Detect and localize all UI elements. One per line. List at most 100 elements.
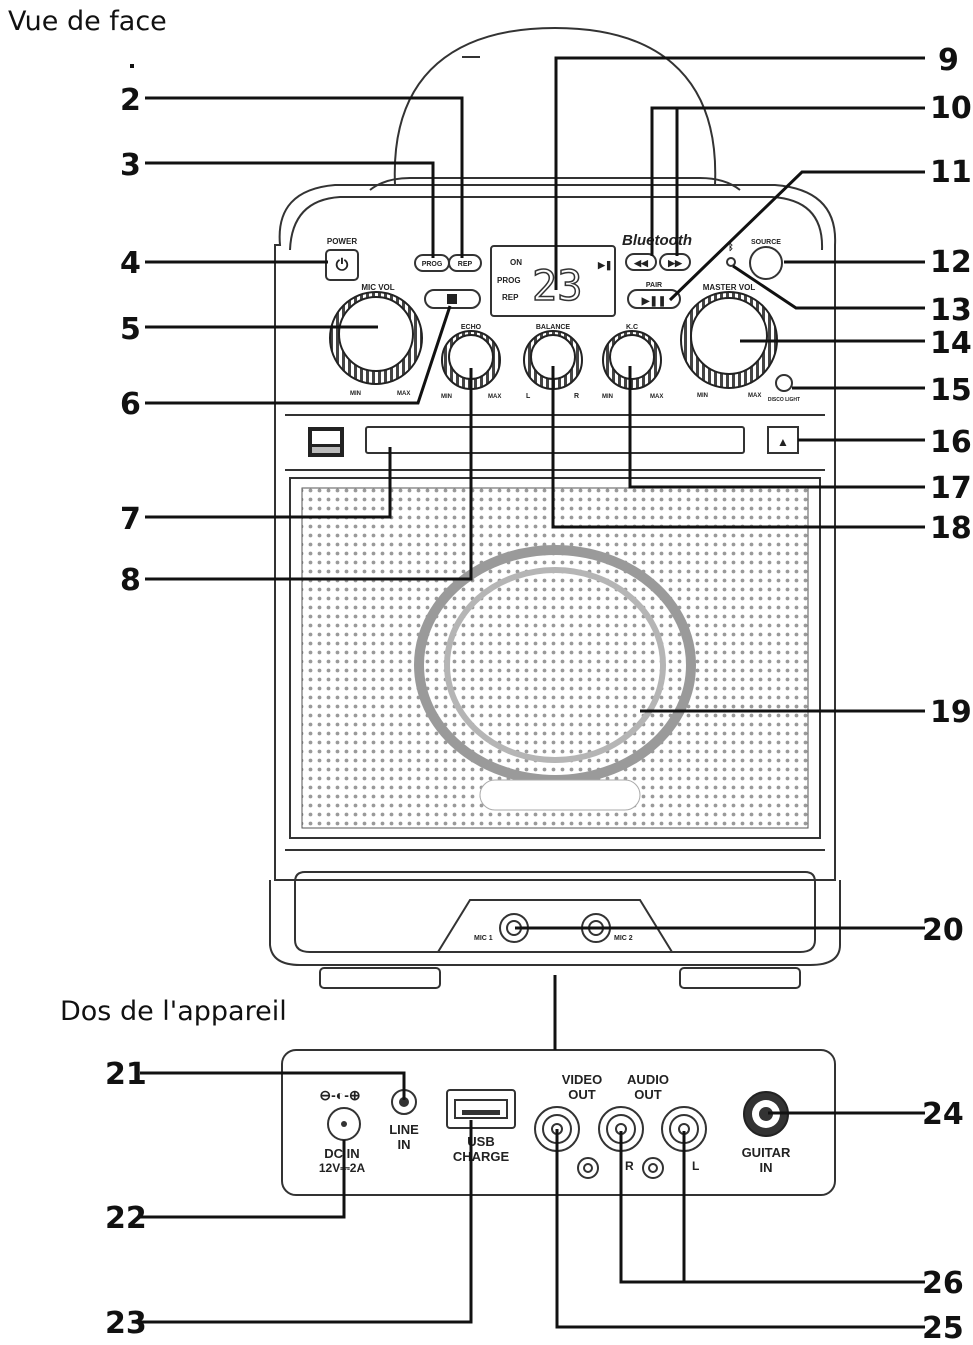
callout-16: 16 xyxy=(930,425,972,460)
callout-20: 20 xyxy=(922,913,964,948)
guitar-in-label-1: GUITAR xyxy=(742,1145,791,1160)
dc-in-label: DC IN xyxy=(324,1146,359,1161)
svg-text:MIN: MIN xyxy=(350,391,361,397)
dc-spec-label: 12V⎓2A xyxy=(319,1161,366,1175)
svg-text:MAX: MAX xyxy=(488,394,501,400)
pair-label: PAIR xyxy=(646,282,662,289)
previous-button[interactable] xyxy=(625,253,657,271)
callout-19: 19 xyxy=(930,695,972,730)
display-on-label: ON xyxy=(510,258,522,267)
mic-vol-label: MIC VOL xyxy=(361,283,394,292)
callout-11: 11 xyxy=(930,155,972,190)
audio-r-label: R xyxy=(625,1159,634,1173)
prog-button-label: PROG xyxy=(422,261,443,268)
line-in-label-2: IN xyxy=(398,1137,411,1152)
svg-text:L: L xyxy=(526,393,531,400)
cd-slot xyxy=(365,426,745,454)
rep-button-label: REP xyxy=(458,261,473,268)
callout-26: 26 xyxy=(922,1266,964,1301)
svg-text:MIN: MIN xyxy=(697,393,708,399)
play-pause-icon: ▶❚❚ xyxy=(641,296,666,307)
power-button[interactable] xyxy=(325,249,359,281)
mic-panel xyxy=(436,899,674,953)
svg-text:MAX: MAX xyxy=(397,391,410,397)
leader-lines xyxy=(140,56,925,1329)
callout-5: 5 xyxy=(120,312,141,347)
play-indicator-icon: ▶❚ xyxy=(597,260,612,271)
pair-play-button[interactable] xyxy=(627,289,681,309)
guitar-in-label-2: IN xyxy=(760,1160,773,1175)
master-vol-knob[interactable] xyxy=(680,291,778,389)
disco-light-button[interactable] xyxy=(775,374,793,392)
back-view-heading: Dos de l'appareil xyxy=(60,996,287,1027)
callout-14: 14 xyxy=(930,326,972,361)
svg-text:R: R xyxy=(574,393,579,400)
callout-6: 6 xyxy=(120,387,141,422)
source-button[interactable] xyxy=(749,246,783,280)
callout-23: 23 xyxy=(105,1306,147,1341)
audio-out-label-2: OUT xyxy=(634,1087,662,1102)
balance-label: BALANCE xyxy=(536,324,571,331)
dc-polarity-icon: ⊖-◐-⊕ xyxy=(319,1087,360,1103)
eject-icon: ▲ xyxy=(777,435,789,449)
callout-2: 2 xyxy=(120,83,141,118)
callout-18: 18 xyxy=(930,511,972,546)
speaker-grille xyxy=(301,487,809,829)
mic1-label: MIC 1 xyxy=(474,935,493,942)
power-label: POWER xyxy=(327,237,357,246)
next-button[interactable] xyxy=(659,253,691,271)
callout-12: 12 xyxy=(930,245,972,280)
front-unit: ⏻ POWER PROG REP ON PROG REP 23 ▶❚ Bluet… xyxy=(130,26,841,989)
master-vol-label: MASTER VOL xyxy=(703,283,756,292)
video-out-label-1: VIDEO xyxy=(562,1072,602,1087)
display-prog-label: PROG xyxy=(497,276,521,285)
callout-22: 22 xyxy=(105,1201,147,1236)
source-label: SOURCE xyxy=(751,239,781,246)
mic2-label: MIC 2 xyxy=(614,935,633,942)
echo-label: ECHO xyxy=(461,324,482,331)
bluetooth-led xyxy=(726,257,736,267)
previous-icon: ◀◀ xyxy=(633,258,649,268)
kc-label: K.C xyxy=(626,324,638,331)
callout-25: 25 xyxy=(922,1311,964,1345)
callout-4: 4 xyxy=(120,246,141,281)
audio-out-label-1: AUDIO xyxy=(627,1072,669,1087)
callout-10: 10 xyxy=(930,91,972,126)
callout-7: 7 xyxy=(120,502,141,537)
callout-8: 8 xyxy=(120,563,141,598)
rep-button[interactable] xyxy=(448,254,482,272)
callout-9: 9 xyxy=(938,43,959,78)
next-icon: ▶▶ xyxy=(667,258,683,268)
callout-3: 3 xyxy=(120,148,141,183)
bluetooth-logo: Bluetooth xyxy=(622,232,692,249)
callout-21: 21 xyxy=(105,1057,147,1092)
video-out-label-2: OUT xyxy=(568,1087,596,1102)
svg-text:MIN: MIN xyxy=(441,394,452,400)
echo-knob[interactable] xyxy=(441,330,501,390)
callout-13: 13 xyxy=(930,293,972,328)
front-base xyxy=(269,880,841,966)
callout-numbers: 2 3 4 5 6 7 8 9 10 11 12 13 14 15 16 17 … xyxy=(105,43,972,1345)
brand-plate xyxy=(479,779,641,811)
svg-text:MAX: MAX xyxy=(650,394,663,400)
bluetooth-icon: ᛒ xyxy=(728,242,733,252)
callout-17: 17 xyxy=(930,471,972,506)
callout-15: 15 xyxy=(930,373,972,408)
svg-text:MAX: MAX xyxy=(748,393,761,399)
callout-24: 24 xyxy=(922,1097,964,1132)
balance-knob[interactable] xyxy=(523,330,583,390)
usb-label-2: CHARGE xyxy=(453,1149,510,1164)
usb-label-1: USB xyxy=(467,1134,494,1149)
mic-vol-knob[interactable] xyxy=(329,291,423,385)
power-icon: ⏻ xyxy=(336,257,349,274)
svg-text:MIN: MIN xyxy=(602,394,613,400)
audio-l-label: L xyxy=(692,1159,699,1173)
back-unit: ⊖-◐-⊕ DC IN 12V⎓2A LINE IN USB CHARGE VI… xyxy=(281,1049,836,1196)
kc-knob[interactable] xyxy=(602,330,662,390)
led-display xyxy=(490,245,616,317)
front-body xyxy=(274,184,837,881)
stop-icon xyxy=(447,294,457,304)
front-view-heading: Vue de face xyxy=(8,6,167,37)
